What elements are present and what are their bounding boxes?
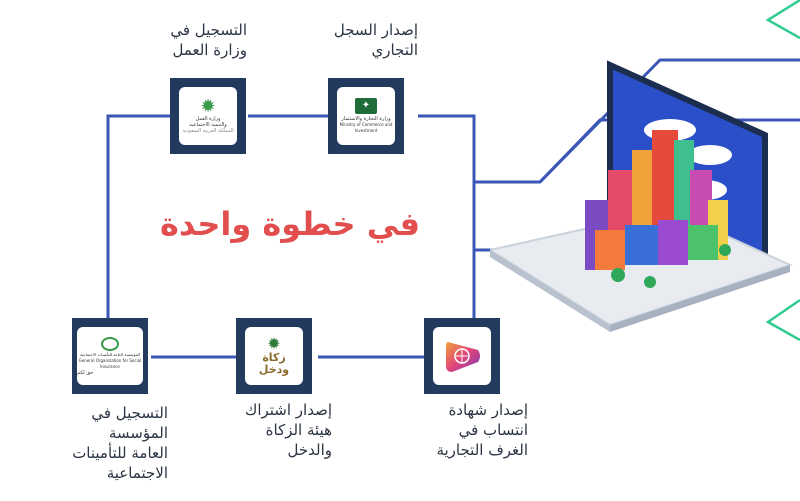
commerce-logo: ✦ وزارة التجارة والاستثمار Ministry of C… <box>337 87 395 145</box>
laptop-city-illustration <box>490 60 793 332</box>
connector-loop <box>106 114 170 318</box>
gosi-logo-line2: General Organization for Social Insuranc… <box>78 357 142 369</box>
gosi-logo: المؤسسة العامة للتأمينات الاجتماعية Gene… <box>77 327 143 385</box>
labor-logo-line3: المملكة العربية السعودية <box>182 128 234 134</box>
zakat-logo-line1: زكاة <box>262 351 286 364</box>
label-line: إصدار شهادة <box>448 401 528 419</box>
commerce-logo-line2: Ministry of Commerce and Investment <box>339 122 393 133</box>
label-commerce: إصدار السجل التجاري <box>288 20 418 60</box>
node-commerce: ✦ وزارة التجارة والاستثمار Ministry of C… <box>328 78 404 154</box>
label-zakat: إصدار اشتراك هيئة الزكاة والدخل <box>212 400 332 460</box>
gosi-emblem-icon <box>101 336 119 351</box>
chamber-logo <box>433 327 491 385</box>
label-line: هيئة الزكاة <box>265 421 332 439</box>
label-line: انتساب في <box>458 421 528 439</box>
label-line: المؤسسة <box>108 424 168 442</box>
label-gosi: التسجيل في المؤسسة العامة للتأمينات الاج… <box>38 403 168 483</box>
green-diamonds <box>765 0 800 342</box>
node-labor: ✹ وزارة العمل والتنمية الاجتماعية المملك… <box>170 78 246 154</box>
label-line: وزارة العمل <box>172 41 247 59</box>
labor-logo: ✹ وزارة العمل والتنمية الاجتماعية المملك… <box>179 87 237 145</box>
labor-logo-line2: والتنمية الاجتماعية <box>189 122 227 128</box>
palm-icon: ✹ <box>267 334 281 353</box>
node-gosi: المؤسسة العامة للتأمينات الاجتماعية Gene… <box>72 318 148 394</box>
zakat-logo-line2: ودخل <box>258 363 290 376</box>
label-line: والدخل <box>287 441 333 459</box>
chamber-logo-icon <box>446 342 480 372</box>
label-line: إصدار اشتراك <box>244 401 332 419</box>
label-labor: التسجيل في وزارة العمل <box>117 20 247 60</box>
label-line: التسجيل في <box>91 404 168 422</box>
gosi-logo-line3: حق لكم <box>77 369 94 376</box>
node-zakat: ✹ زكاة ودخل <box>236 318 312 394</box>
label-line: التجاري <box>371 41 418 59</box>
label-line: الغرف التجارية <box>436 441 528 459</box>
zakat-logo: ✹ زكاة ودخل <box>245 327 303 385</box>
commerce-logo-line1: وزارة التجارة والاستثمار <box>341 116 391 122</box>
center-title: في خطوة واحدة <box>159 205 421 243</box>
label-line: إصدار السجل <box>333 21 418 39</box>
label-line: الاجتماعية <box>106 464 168 482</box>
gosi-logo-line1: المؤسسة العامة للتأمينات الاجتماعية <box>79 351 141 357</box>
labor-logo-line1: وزارة العمل <box>195 116 221 122</box>
label-line: العامة للتأمينات <box>72 444 168 462</box>
green-diamond-bottom <box>765 298 800 342</box>
node-chamber <box>424 318 500 394</box>
palm-icon: ✹ <box>200 96 216 117</box>
green-diamond-top <box>765 0 800 40</box>
label-chamber: إصدار شهادة انتساب في الغرف التجارية <box>388 400 528 460</box>
emblem-icon: ✦ <box>355 98 377 114</box>
label-line: التسجيل في <box>170 21 247 39</box>
